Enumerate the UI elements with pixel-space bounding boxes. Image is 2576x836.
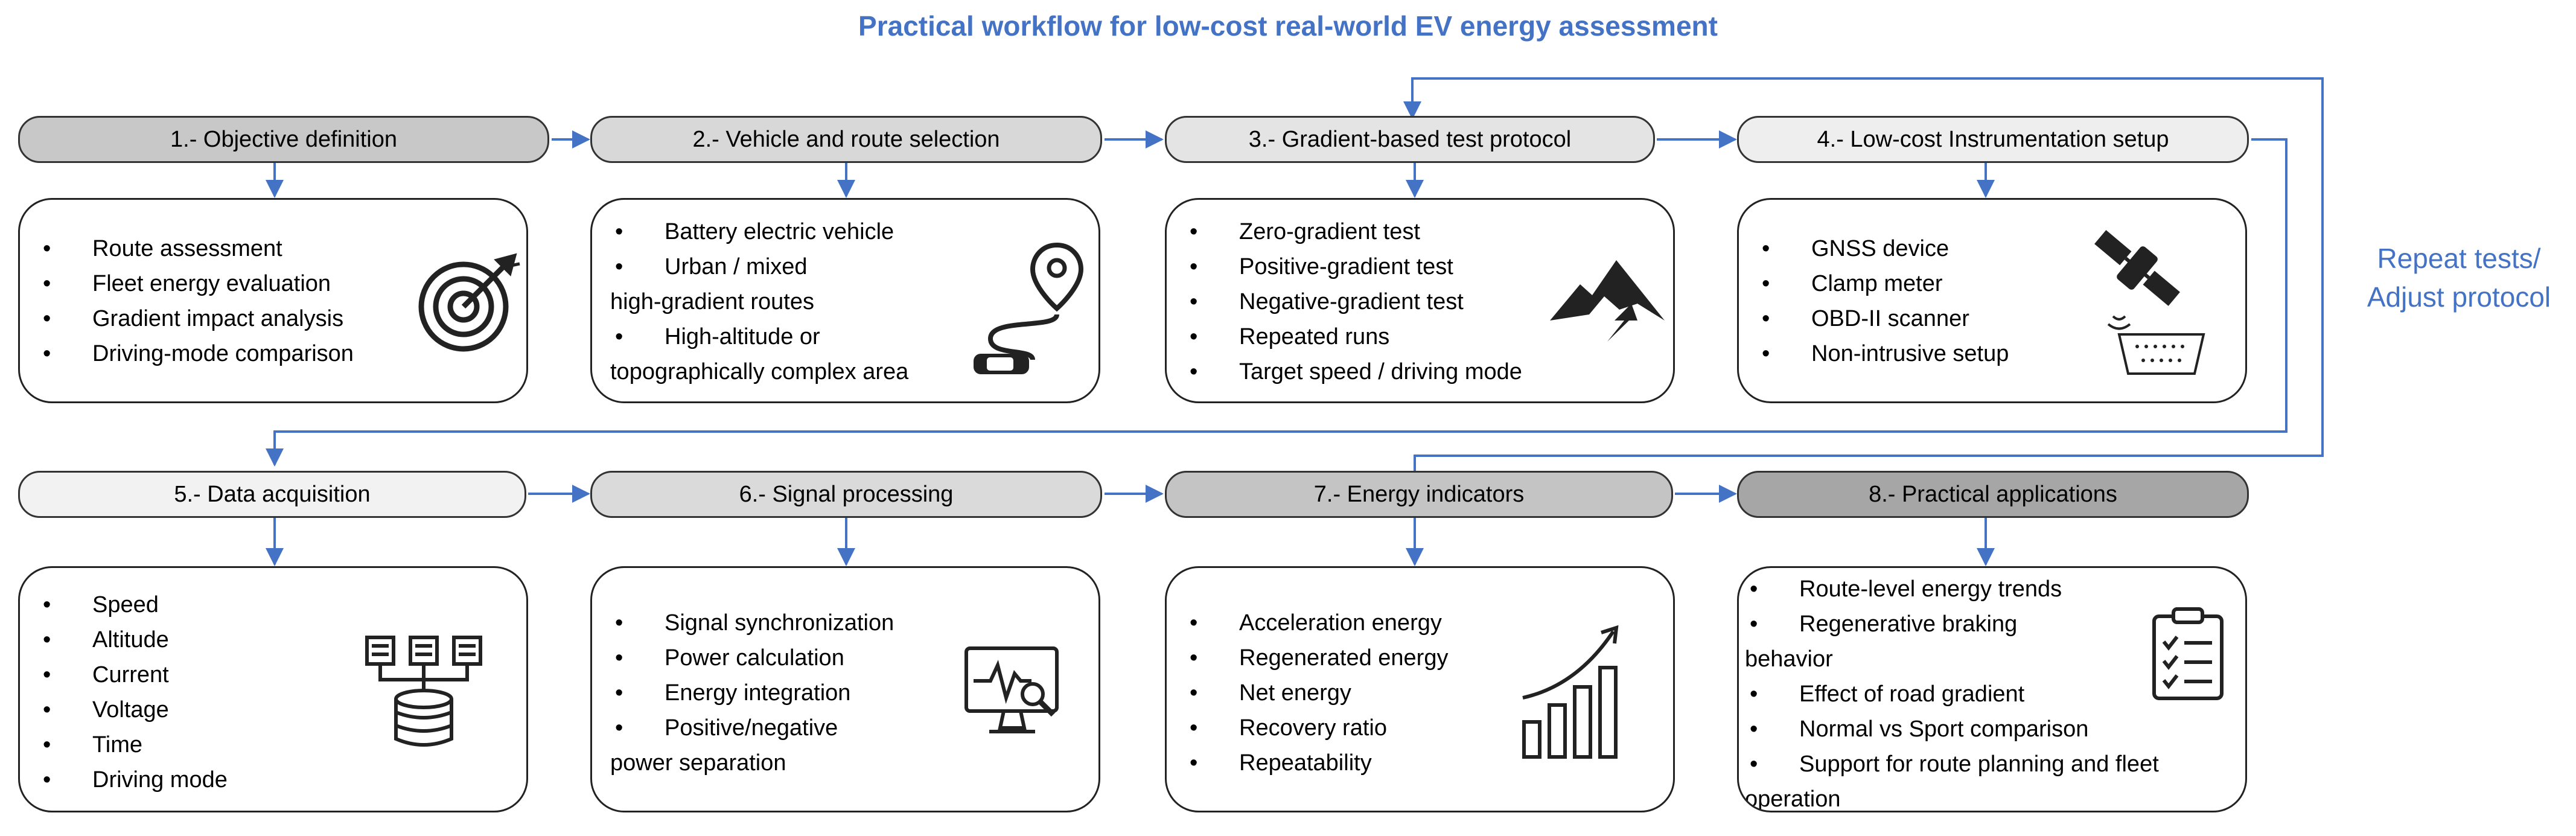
list-item: Energy integration (610, 675, 948, 710)
list-item: Battery electric vehicle (610, 214, 984, 249)
stage-6-label: 6.- Signal processing (739, 481, 954, 507)
list-item: Voltage (38, 692, 228, 727)
target-icon (418, 253, 520, 352)
database-icon (365, 636, 482, 747)
list-item: Positive-gradient test (1185, 249, 1522, 284)
list-item: Clamp meter (1757, 266, 2009, 301)
clipboard-checklist-icon (2152, 607, 2224, 700)
stage-7-label: 7.- Energy indicators (1313, 481, 1525, 507)
stage-8-box: Route-level energy trends Regenerative b… (1737, 566, 2247, 812)
list-item: OBD-II scanner (1757, 301, 2009, 336)
stage-2-box: Battery electric vehicle Urban / mixed h… (590, 198, 1100, 403)
list-item: Speed (38, 587, 228, 622)
stage-5-label: 5.- Data acquisition (174, 481, 371, 507)
stage-4-label: 4.- Low-cost Instrumentation setup (1817, 126, 2169, 152)
stage-2-label: 2.- Vehicle and route selection (692, 126, 1000, 152)
list-item: Regenerated energy (1185, 640, 1448, 675)
stage-3-items: Zero-gradient test Positive-gradient tes… (1185, 214, 1522, 389)
stage-5-items: Speed Altitude Current Voltage Time Driv… (38, 587, 228, 797)
stage-3-header: 3.- Gradient-based test protocol (1165, 116, 1655, 163)
feedback-label-line1: Repeat tests/ (2377, 243, 2541, 274)
list-item: Regenerative braking behavior (1745, 607, 2083, 677)
stage-1-box: Route assessment Fleet energy evaluation… (18, 198, 528, 403)
stage-7-box: Acceleration energy Regenerated energy N… (1165, 566, 1675, 812)
list-item: High-altitude or topographically complex… (610, 319, 972, 389)
route-car-icon (974, 242, 1084, 374)
list-item: Gradient impact analysis (38, 301, 354, 336)
list-item: Zero-gradient test (1185, 214, 1522, 249)
stage-2-items: Battery electric vehicle Urban / mixed h… (610, 214, 984, 389)
stage-4-box: GNSS device Clamp meter OBD-II scanner N… (1737, 198, 2247, 403)
list-item: Repeatability (1185, 745, 1448, 780)
list-item: Acceleration energy (1185, 605, 1448, 640)
list-item: Altitude (38, 622, 228, 657)
list-item: Power calculation (610, 640, 948, 675)
stage-8-header: 8.- Practical applications (1737, 471, 2249, 518)
stage-6-items: Signal synchronization Power calculation… (610, 605, 948, 780)
list-item: Effect of road gradient (1745, 677, 2240, 712)
mountain-icon (1550, 260, 1665, 342)
stage-7-items: Acceleration energy Regenerated energy N… (1185, 605, 1448, 780)
stage-1-header: 1.- Objective definition (18, 116, 549, 163)
stage-3-label: 3.- Gradient-based test protocol (1248, 126, 1572, 152)
list-item: Driving-mode comparison (38, 336, 354, 371)
growth-chart-icon (1522, 625, 1619, 759)
stage-7-header: 7.- Energy indicators (1165, 471, 1673, 518)
list-item: Route-level energy trends (1745, 572, 2240, 607)
stage-6-box: Signal synchronization Power calculation… (590, 566, 1100, 812)
stage-8-items: Route-level energy trends Regenerative b… (1745, 572, 2240, 811)
list-item: Negative-gradient test (1185, 284, 1522, 319)
stage-5-box: Speed Altitude Current Voltage Time Driv… (18, 566, 528, 812)
stage-1-label: 1.- Objective definition (170, 126, 397, 152)
list-item: GNSS device (1757, 231, 2009, 266)
stage-4-items: GNSS device Clamp meter OBD-II scanner N… (1757, 231, 2009, 371)
list-item: Signal synchronization (610, 605, 948, 640)
list-item: Net energy (1185, 675, 1448, 710)
stage-4-header: 4.- Low-cost Instrumentation setup (1737, 116, 2249, 163)
monitor-analysis-icon (964, 646, 1059, 733)
arrow-feedback-loop (1403, 77, 2324, 507)
list-item: Normal vs Sport comparison (1745, 712, 2240, 747)
stage-6-header: 6.- Signal processing (590, 471, 1102, 518)
feedback-label: Repeat tests/ Adjust protocol (2344, 239, 2574, 316)
list-item: Route assessment (38, 231, 354, 266)
stage-3-box: Zero-gradient test Positive-gradient tes… (1165, 198, 1675, 403)
stage-5-header: 5.- Data acquisition (18, 471, 526, 518)
list-item: Repeated runs (1185, 319, 1522, 354)
list-item: Driving mode (38, 762, 228, 797)
stage-8-label: 8.- Practical applications (1869, 481, 2117, 507)
stage-1-items: Route assessment Fleet energy evaluation… (38, 231, 354, 371)
list-item: Target speed / driving mode (1185, 354, 1522, 389)
stage-2-header: 2.- Vehicle and route selection (590, 116, 1102, 163)
diagram-title: Practical workflow for low-cost real-wor… (858, 10, 1718, 42)
feedback-label-line2: Adjust protocol (2367, 281, 2551, 313)
list-item: Current (38, 657, 228, 692)
list-item: Urban / mixed high-gradient routes (610, 249, 858, 319)
list-item: Non-intrusive setup (1757, 336, 2009, 371)
list-item: Positive/negative power separation (610, 710, 882, 780)
list-item: Time (38, 727, 228, 762)
satellite-obd-icon (2094, 230, 2205, 375)
list-item: Recovery ratio (1185, 710, 1448, 745)
list-item: Support for route planning and fleet ope… (1745, 747, 2240, 811)
list-item: Fleet energy evaluation (38, 266, 354, 301)
arrow-4-to-5 (266, 138, 2287, 467)
